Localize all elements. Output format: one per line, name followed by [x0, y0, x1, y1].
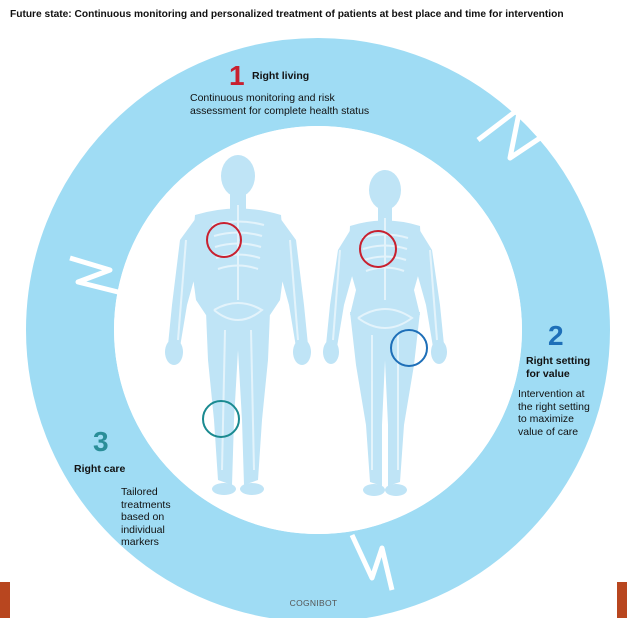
male-knee-marker: [202, 400, 240, 438]
ring-gap-top-right: [476, 105, 554, 161]
step-2-description: Intervention at the right setting to max…: [518, 388, 590, 438]
female-body-figure: [323, 170, 447, 496]
diagram-title: Future state: Continuous monitoring and …: [10, 9, 564, 20]
ring-gap-bottom: [349, 533, 395, 591]
step-3-number: 3: [93, 426, 109, 457]
left-edge-bar: [0, 582, 10, 618]
step-1-label: Right living: [252, 70, 310, 82]
male-chest-marker: [206, 222, 242, 258]
ring-band: [26, 38, 610, 618]
female-chest-marker: [359, 230, 397, 268]
male-body-figure: [165, 155, 311, 495]
step-2-label: Right setting for value: [526, 355, 591, 381]
step-3-description: Tailored treatments based on individual …: [121, 486, 171, 549]
step-1-description: Continuous monitoring and risk assessmen…: [190, 92, 370, 117]
step-3-label: Right care: [74, 463, 126, 475]
footer-brand: COGNIBOT: [289, 598, 338, 608]
step-1-number: 1: [229, 60, 245, 91]
right-edge-bar: [617, 582, 627, 618]
step-2-number: 2: [548, 320, 564, 351]
ring-gap-left: [69, 255, 119, 295]
female-hip-marker: [390, 329, 428, 367]
